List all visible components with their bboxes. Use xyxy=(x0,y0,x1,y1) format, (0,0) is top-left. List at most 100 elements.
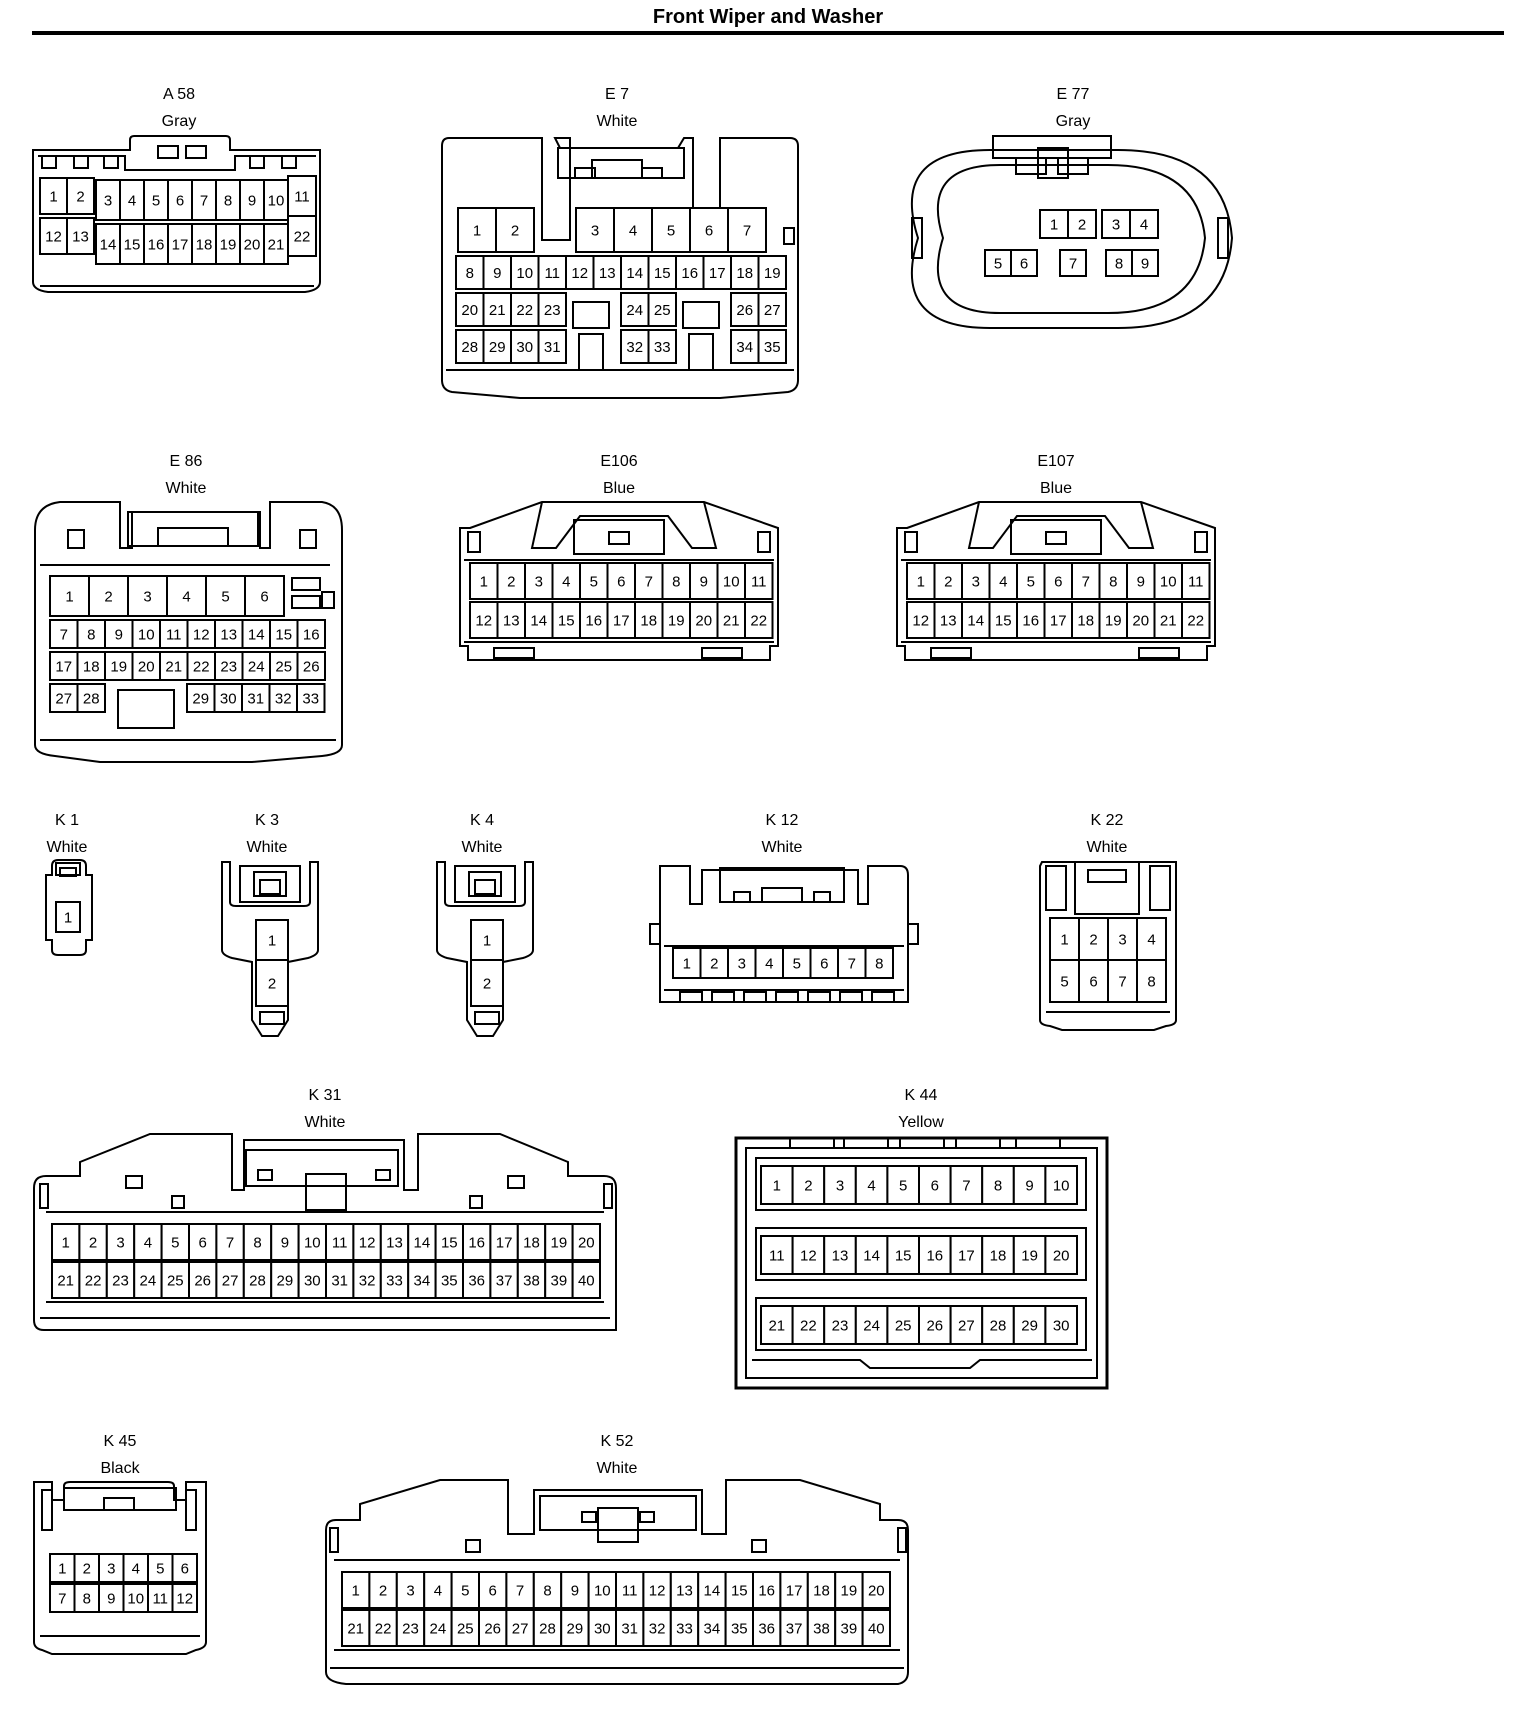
pin-number: 26 xyxy=(484,1621,501,1638)
pin-number: 20 xyxy=(1053,1248,1070,1265)
pin-number: 28 xyxy=(539,1621,556,1638)
housing-detail xyxy=(1074,861,1140,915)
pin-cell xyxy=(727,207,767,253)
pin-cell xyxy=(242,1261,273,1299)
housing-detail xyxy=(761,887,803,903)
pin-number: 22 xyxy=(193,659,210,676)
pin-number: 3 xyxy=(107,1561,115,1578)
housing-detail xyxy=(955,1137,1001,1149)
housing-detail xyxy=(574,167,596,179)
pin-number: 2 xyxy=(379,1583,387,1600)
pin-number: 21 xyxy=(1160,613,1177,630)
pin-cell xyxy=(886,1165,921,1205)
pin-cell xyxy=(1044,1305,1079,1345)
pin-number: 10 xyxy=(1053,1178,1070,1195)
connector-color: White xyxy=(762,839,803,856)
pin-number: 8 xyxy=(1109,574,1117,591)
housing-detail xyxy=(591,159,643,179)
pin-number: 38 xyxy=(523,1273,540,1290)
housing-detail xyxy=(469,1195,483,1209)
housing-detail xyxy=(649,923,661,945)
pin-number: 1 xyxy=(480,574,488,591)
pin-number: 30 xyxy=(304,1273,321,1290)
housing-detail xyxy=(608,531,630,545)
pin-number: 22 xyxy=(85,1273,102,1290)
housing-detail xyxy=(752,1359,1092,1369)
pin-cell xyxy=(1098,562,1128,600)
connector-code: K 22 xyxy=(1091,812,1124,829)
housing-detail xyxy=(103,155,119,169)
pin-number: 12 xyxy=(800,1248,817,1265)
pin-cell xyxy=(88,575,129,617)
pin-cell xyxy=(675,255,705,290)
housing-detail xyxy=(719,867,845,903)
pin-cell xyxy=(269,651,299,681)
pin-number: 7 xyxy=(200,193,208,210)
pin-number: 3 xyxy=(535,574,543,591)
pin-cell xyxy=(716,601,746,639)
pin-cell xyxy=(647,329,677,364)
pin-cell xyxy=(297,1261,328,1299)
pin-number: 6 xyxy=(820,956,828,973)
pin-number: 22 xyxy=(750,613,767,630)
housing-detail xyxy=(281,155,297,169)
housing-detail xyxy=(125,1175,143,1189)
pin-cell xyxy=(1016,562,1046,600)
pin-number: 11 xyxy=(332,1235,348,1252)
pin-number: 21 xyxy=(347,1621,364,1638)
pin-number: 6 xyxy=(199,1235,207,1252)
pin-number: 3 xyxy=(972,574,980,591)
housing-detail xyxy=(597,1507,639,1543)
housing-detail xyxy=(839,991,863,1003)
pin-number: 19 xyxy=(110,659,127,676)
pin-number: 14 xyxy=(248,627,265,644)
pin-cell xyxy=(615,1609,645,1647)
pin-cell xyxy=(296,619,326,649)
pin-number: 18 xyxy=(523,1235,540,1252)
pin-number: 2 xyxy=(483,976,491,993)
housing-detail xyxy=(67,529,85,549)
pin-cell xyxy=(613,207,653,253)
pin-number: 25 xyxy=(275,659,292,676)
pin-number: 2 xyxy=(268,976,276,993)
pin-number: 16 xyxy=(468,1235,485,1252)
housing-detail xyxy=(775,991,799,1003)
connector-color: White xyxy=(1087,839,1128,856)
pin-cell xyxy=(823,1305,857,1345)
pin-number: 5 xyxy=(156,1561,164,1578)
pin-number: 8 xyxy=(672,574,680,591)
pin-number: 3 xyxy=(591,223,599,240)
housing-outline xyxy=(896,501,1216,661)
pin-cell xyxy=(823,1165,857,1205)
pin-cell xyxy=(166,575,207,617)
pin-number: 3 xyxy=(406,1583,414,1600)
pin-number: 4 xyxy=(128,193,136,210)
pin-number: 1 xyxy=(917,574,925,591)
pin-number: 21 xyxy=(723,613,740,630)
pin-number: 7 xyxy=(1118,974,1126,991)
pin-cell xyxy=(551,601,581,639)
housing-outline xyxy=(436,861,534,1037)
housing-detail xyxy=(185,1489,197,1531)
pin-number: 4 xyxy=(182,589,190,606)
pin-cell xyxy=(1126,601,1156,639)
pin-number: 22 xyxy=(516,302,533,319)
pin-number: 2 xyxy=(76,189,84,206)
pin-row-frame xyxy=(755,1227,1087,1281)
pin-cell xyxy=(1181,601,1211,639)
pin-cell xyxy=(95,179,121,221)
pin-number: 10 xyxy=(268,193,285,210)
pin-cell xyxy=(861,1609,891,1647)
pin-cell xyxy=(76,619,106,649)
pin-cell xyxy=(297,1223,328,1261)
pin-number: 28 xyxy=(249,1273,266,1290)
pin-number: 5 xyxy=(171,1235,179,1252)
pin-number: 9 xyxy=(1025,1178,1033,1195)
pin-number: 3 xyxy=(104,193,112,210)
pin-number: 7 xyxy=(226,1235,234,1252)
pin-number: 4 xyxy=(765,956,773,973)
housing-detail xyxy=(245,1149,399,1187)
pin-cell xyxy=(341,1609,371,1647)
